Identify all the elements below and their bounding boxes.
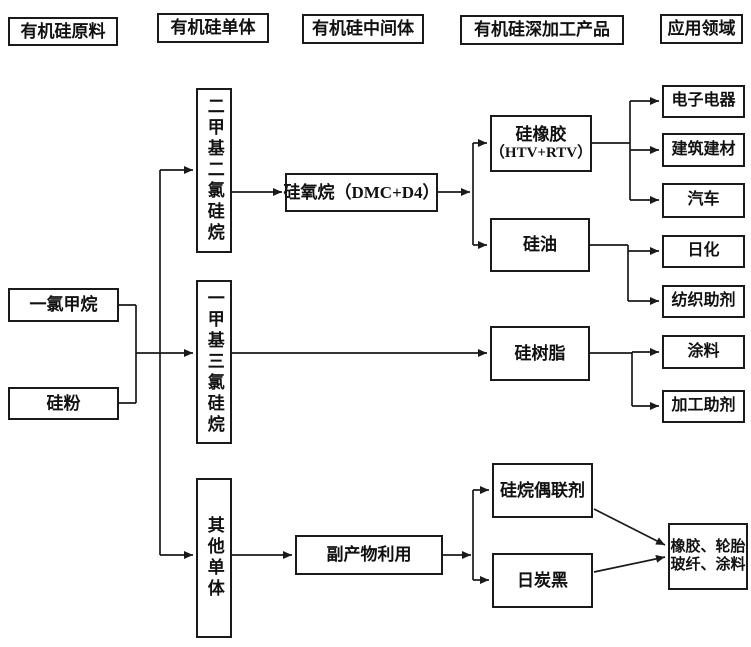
node-silicone-rubber: 硅橡胶 （HTV+RTV） (490, 115, 592, 172)
node-methyl-chloride: 一氯甲烷 (8, 288, 119, 322)
node-silicone-resin: 硅树脂 (490, 326, 590, 381)
node-siloxane: 硅氧烷（DMC+D4） (283, 173, 440, 212)
node-rubber-tire-glassfiber-coatings: 橡胶、轮胎 玻纤、涂料 (668, 523, 748, 590)
node-label: 一甲基三氯硅烷 (204, 288, 224, 436)
node-label: 二甲基二氯硅烷 (204, 97, 224, 244)
node-silane-coupling-agent: 硅烷偶联剂 (492, 463, 593, 518)
node-silicon-powder: 硅粉 (8, 387, 119, 420)
header-applications: 应用领域 (660, 14, 743, 44)
node-methyltrichlorosilane: 一甲基三氯硅烷 (196, 280, 232, 444)
header-monomers: 有机硅单体 (157, 13, 269, 43)
header-intermediates: 有机硅中间体 (302, 14, 424, 44)
node-dimethyldichlorosilane: 二甲基二氯硅烷 (196, 88, 232, 253)
node-label: 橡胶、轮胎 (670, 539, 746, 556)
node-label: （HTV+RTV） (489, 144, 593, 161)
node-automotive: 汽车 (662, 183, 745, 218)
node-label: 其他单体 (204, 516, 224, 600)
node-silicone-oil: 硅油 (490, 218, 590, 272)
node-carbon-black: 日炭黑 (492, 553, 593, 608)
node-electronics: 电子电器 (662, 85, 745, 118)
node-coatings: 涂料 (662, 335, 745, 369)
node-label: 硅橡胶 (515, 125, 567, 145)
node-label: 玻纤、涂料 (670, 556, 746, 573)
node-daily-chemicals: 日化 (662, 235, 745, 268)
node-byproduct-utilization: 副产物利用 (295, 535, 443, 575)
node-processing-aids: 加工助剂 (662, 390, 745, 423)
node-building-materials: 建筑建材 (662, 133, 745, 167)
header-raw-materials: 有机硅原料 (8, 17, 118, 46)
node-other-monomers: 其他单体 (196, 478, 232, 638)
node-textile-auxiliary: 纺织助剂 (662, 285, 745, 318)
header-deep-processed-products: 有机硅深加工产品 (460, 15, 624, 45)
